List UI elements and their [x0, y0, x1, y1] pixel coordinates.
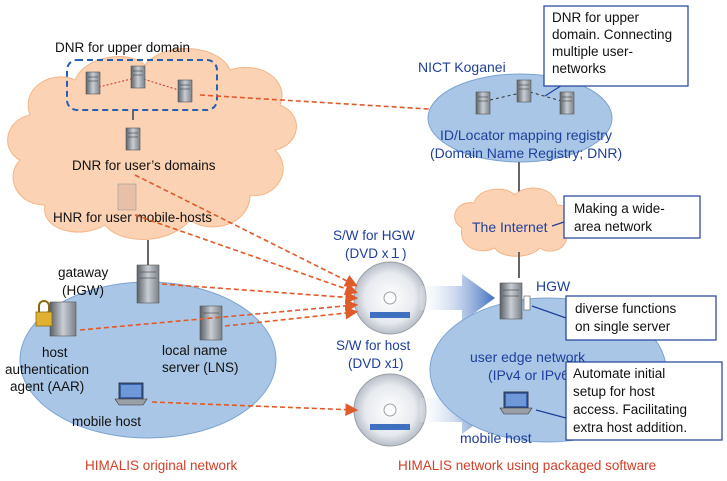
registry-label-1: ID/Locator mapping registry [440, 127, 612, 143]
aar-server-icon [35, 300, 77, 337]
hgw-label-right: HGW [536, 278, 571, 294]
svg-text:area network: area network [574, 219, 652, 234]
dnr-upper-label: DNR for upper domain [55, 40, 190, 55]
hnr-label: HNR for user mobile-hosts [53, 210, 212, 225]
hgw-server-icon [499, 282, 531, 320]
svg-text:DNR for upper: DNR for upper [552, 10, 640, 25]
aar-label-3: agent (AAR) [10, 379, 84, 394]
server-icon [559, 91, 575, 115]
footer-left: HIMALIS original network [85, 458, 238, 473]
gateway-server-icon [136, 264, 160, 304]
sw-hgw-label-2: (DVD x１) [345, 246, 407, 261]
mobile-host-label-right: mobile host [460, 430, 532, 446]
server-icon [130, 65, 146, 89]
svg-text:networks: networks [552, 61, 606, 76]
footer-right: HIMALIS network using packaged software [398, 458, 656, 473]
gateway-label-1: gataway [58, 265, 109, 280]
registry-label-2: (Domain Name Registry; DNR) [430, 145, 622, 161]
svg-text:diverse functions: diverse functions [575, 301, 677, 316]
svg-text:domain. Connecting: domain. Connecting [552, 27, 672, 42]
sw-host-label-2: (DVD x1) [348, 356, 404, 371]
server-icon [125, 127, 141, 151]
big-arrow-hgw [420, 274, 495, 322]
lns-server-icon [199, 305, 223, 341]
lns-label-2: server (LNS) [162, 360, 239, 375]
nict-label: NICT Koganei [418, 59, 506, 75]
svg-text:setup for host: setup for host [573, 384, 655, 399]
internet-label: The Internet [472, 219, 548, 235]
edge-label-1: user edge network [470, 349, 586, 365]
aar-label-2: authentication [5, 362, 89, 377]
upper-domain-box [66, 59, 218, 111]
laptop-icon [114, 382, 148, 406]
laptop-icon [499, 391, 533, 415]
svg-text:Automate initial: Automate initial [573, 366, 665, 381]
callout-hgw: diverse functions on single server [531, 295, 717, 341]
edge-label-2: (IPv4 or IPv6) [488, 367, 574, 383]
server-icon [475, 91, 491, 115]
svg-text:extra host addition.: extra host addition. [573, 420, 687, 435]
sw-hgw-label-1: S/W for HGW [333, 228, 415, 243]
aar-label-1: host [42, 345, 68, 360]
svg-text:on single server: on single server [575, 319, 671, 334]
callout-internet: Making a wide- area network [551, 195, 701, 239]
lns-label-1: local name [162, 343, 227, 358]
server-icon [85, 71, 101, 95]
dvd-host-icon [353, 373, 427, 447]
dnr-users-label: DNR for user’s domains [72, 158, 216, 173]
dvd-hgw-icon [353, 261, 427, 335]
hnr-server-icon [117, 183, 137, 211]
gateway-label-2: (HGW) [62, 283, 104, 298]
red-dashed-arrows [79, 94, 449, 417]
server-icon [177, 79, 193, 103]
mobile-host-label-left: mobile host [72, 414, 141, 429]
svg-text:access. Facilitating: access. Facilitating [573, 402, 687, 417]
callout-dnr-upper: DNR for upper domain. Connecting multipl… [543, 5, 689, 97]
server-icon [516, 79, 532, 103]
sw-host-label-1: S/W for host [336, 338, 411, 353]
svg-text:Making a wide-: Making a wide- [574, 201, 665, 216]
svg-text:multiple user-: multiple user- [552, 44, 633, 59]
callout-host: Automate initial setup for host access. … [535, 361, 723, 441]
